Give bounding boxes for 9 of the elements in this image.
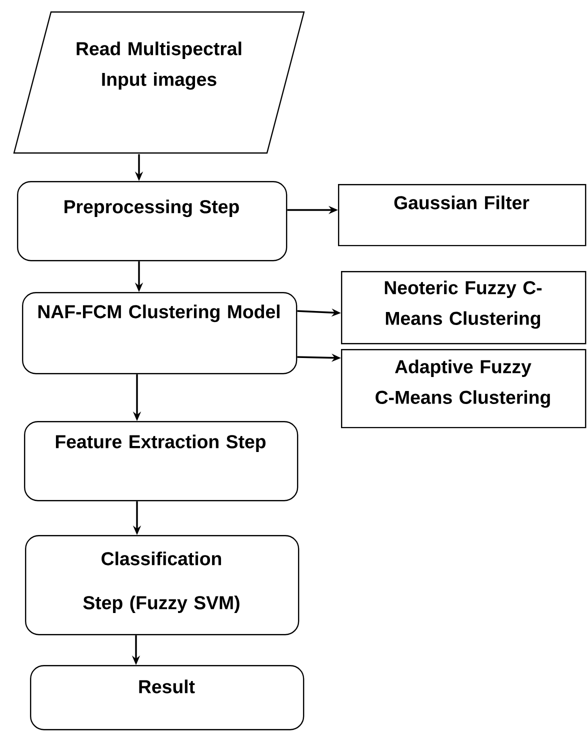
- process-box: Classification Step (Fuzzy SVM): [25, 535, 300, 636]
- process-box: Preprocessing Step: [17, 181, 288, 262]
- input-parallelogram: Read Multispectral Input images: [13, 11, 305, 154]
- process-box: Feature Extraction Step: [24, 421, 298, 502]
- process-box: Gaussian Filter: [338, 184, 586, 246]
- process-box: Neoteric Fuzzy C-Means Clustering: [341, 271, 586, 344]
- process-box: NAF-FCM Clustering Model: [22, 292, 298, 374]
- process-box: Result: [30, 665, 304, 730]
- process-box: Adaptive Fuzzy C-Means Clustering: [341, 349, 586, 428]
